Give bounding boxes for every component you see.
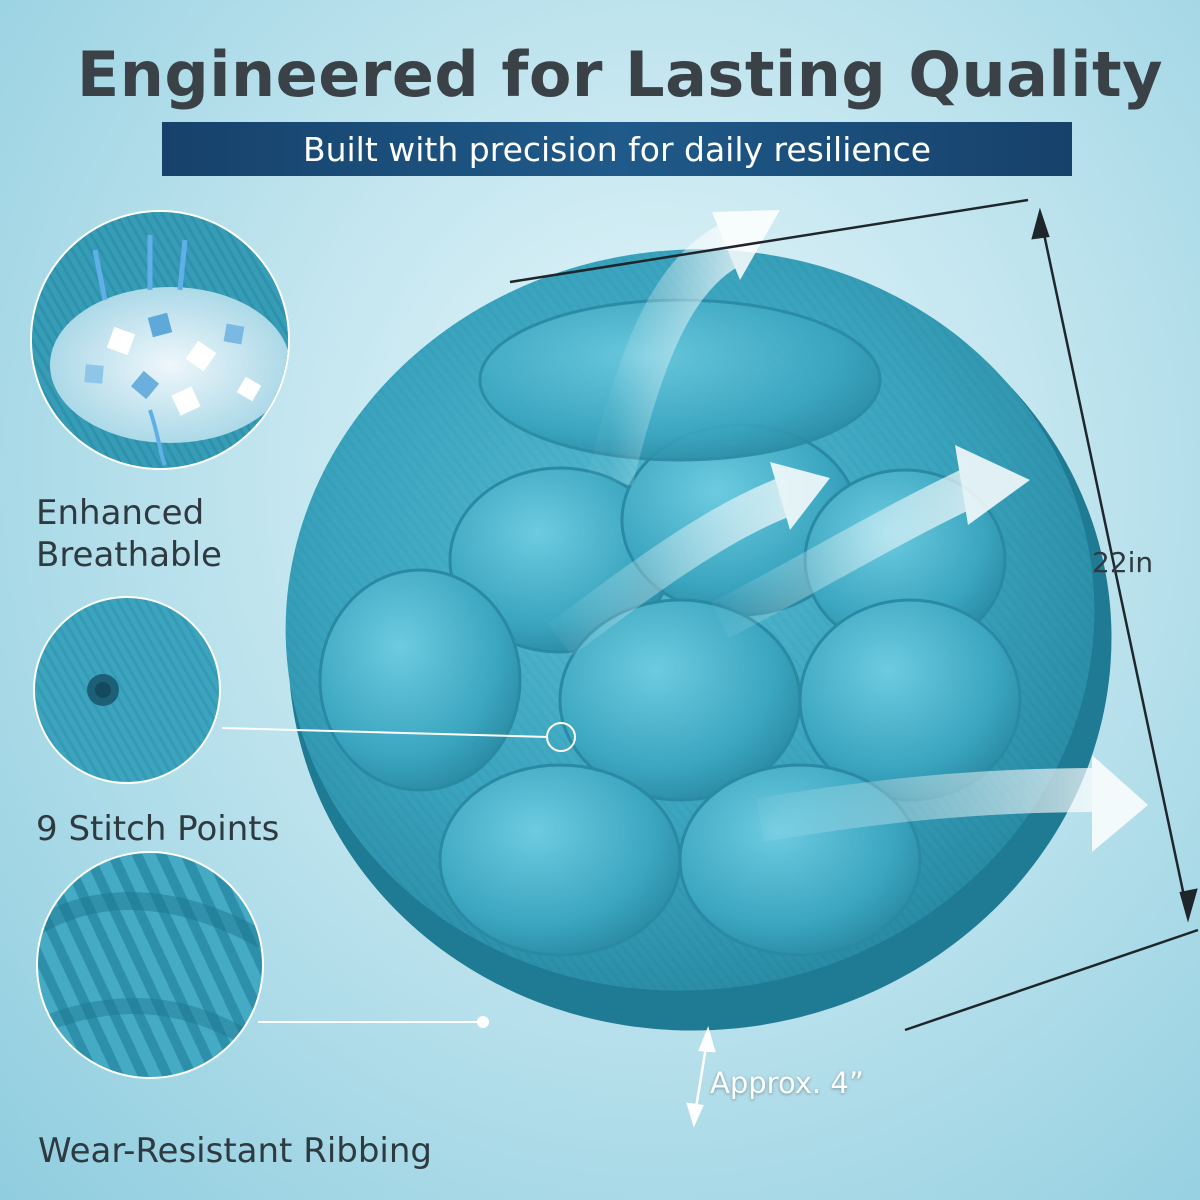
subtitle-banner: Built with precision for daily resilienc… [162,122,1072,176]
thickness-dimension [686,1026,716,1128]
callout-leaders [221,727,549,1028]
cushion-body [285,249,1112,1031]
foam-fill-closeup [30,210,290,470]
page-subtitle: Built with precision for daily resilienc… [302,129,932,169]
stitch-point-closeup [33,596,221,784]
diameter-label: 22in [1092,546,1154,579]
feature-ribbing-label: Wear-Resistant Ribbing [38,1131,433,1171]
diameter-dimension [509,198,1199,1032]
page-title: Engineered for Lasting Quality [76,38,1164,111]
ribbing-fabric-closeup [36,851,264,1079]
feature-breathable-label: Enhanced Breathable [36,493,222,575]
thickness-label: Approx. 4” [710,1066,864,1100]
airflow-arrows [548,210,1148,852]
feature-stitch-label: 9 Stitch Points [36,809,280,849]
